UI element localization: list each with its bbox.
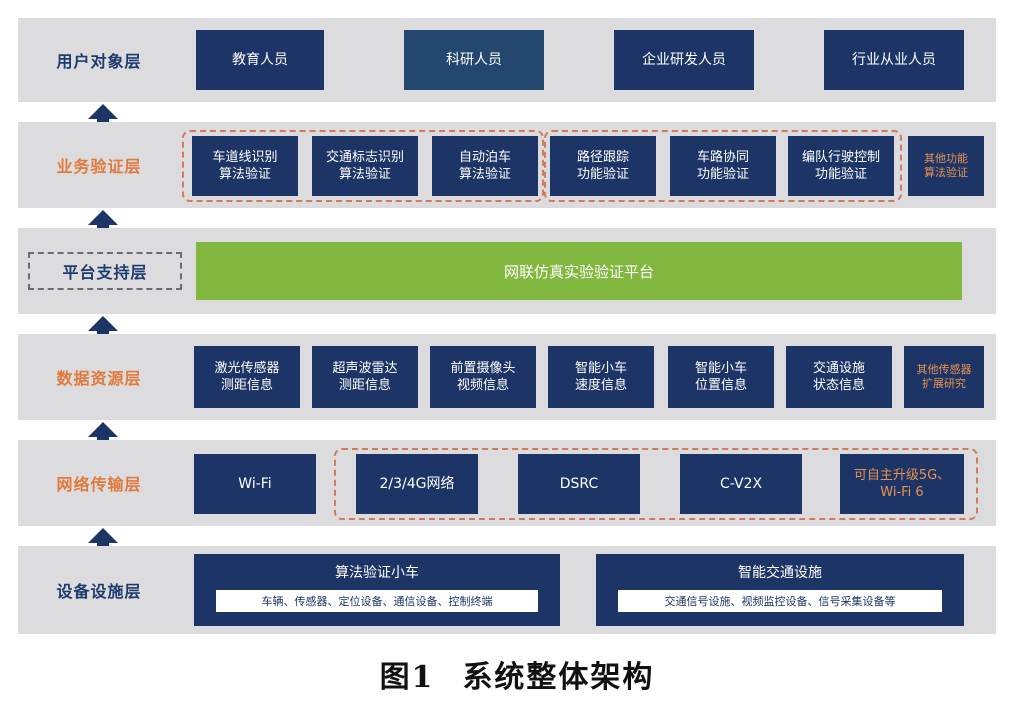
platform-bar[interactable]: 网联仿真实验验证平台 bbox=[196, 242, 962, 300]
data-item-lidar[interactable]: 激光传感器 测距信息 bbox=[194, 346, 300, 408]
figure-caption: 图1 系统整体架构 bbox=[0, 652, 1034, 696]
business-item-parking[interactable]: 自动泊车 算法验证 bbox=[432, 136, 538, 196]
figure-title: 系统整体架构 bbox=[462, 660, 655, 695]
data-item-camera[interactable]: 前置摄像头 视频信息 bbox=[430, 346, 536, 408]
network-layer: 网络传输层 Wi-Fi 2/3/4G网络 DSRC C-V2X 可自主升级5G、… bbox=[18, 440, 996, 526]
network-group bbox=[334, 448, 978, 520]
business-item-lane[interactable]: 车道线识别 算法验证 bbox=[192, 136, 298, 196]
device-traffic-facility-title: 智能交通设施 bbox=[738, 565, 822, 581]
business-group-1 bbox=[182, 130, 544, 202]
data-layer: 数据资源层 激光传感器 测距信息 超声波雷达 测距信息 前置摄像头 视频信息 智… bbox=[18, 334, 996, 420]
device-algorithm-car[interactable]: 算法验证小车 车辆、传感器、定位设备、通信设备、控制终端 bbox=[194, 554, 560, 626]
device-algorithm-car-title: 算法验证小车 bbox=[335, 565, 419, 581]
user-item-enterprise-rd[interactable]: 企业研发人员 bbox=[614, 30, 754, 90]
data-item-ultrasonic[interactable]: 超声波雷达 测距信息 bbox=[312, 346, 418, 408]
network-item-wifi[interactable]: Wi-Fi bbox=[194, 454, 316, 514]
business-item-platoon[interactable]: 编队行驶控制 功能验证 bbox=[788, 136, 894, 196]
user-layer: 用户对象层 教育人员 科研人员 企业研发人员 行业从业人员 bbox=[18, 18, 996, 102]
network-item-cellular[interactable]: 2/3/4G网络 bbox=[356, 454, 478, 514]
device-traffic-facility[interactable]: 智能交通设施 交通信号设施、视频监控设备、信号采集设备等 bbox=[596, 554, 964, 626]
user-item-research[interactable]: 科研人员 bbox=[404, 30, 544, 90]
business-layer: 业务验证层 车道线识别 算法验证 交通标志识别 算法验证 自动泊车 算法验证 路… bbox=[18, 122, 996, 208]
data-item-other[interactable]: 其他传感器 扩展研究 bbox=[904, 346, 984, 408]
network-item-upgrade[interactable]: 可自主升级5G、 Wi-Fi 6 bbox=[840, 454, 964, 514]
device-traffic-facility-detail: 交通信号设施、视频监控设备、信号采集设备等 bbox=[618, 590, 942, 612]
business-item-other[interactable]: 其他功能 算法验证 bbox=[908, 136, 984, 196]
platform-layer: 平台支持层 网联仿真实验验证平台 bbox=[18, 228, 996, 314]
device-layer-label: 设备设施层 bbox=[56, 582, 142, 601]
platform-layer-label: 平台支持层 bbox=[28, 252, 182, 290]
network-layer-label: 网络传输层 bbox=[56, 475, 142, 494]
business-layer-label: 业务验证层 bbox=[56, 157, 142, 176]
data-item-traffic[interactable]: 交通设施 状态信息 bbox=[786, 346, 892, 408]
device-layer: 设备设施层 算法验证小车 车辆、传感器、定位设备、通信设备、控制终端 智能交通设… bbox=[18, 546, 996, 634]
business-item-sign[interactable]: 交通标志识别 算法验证 bbox=[312, 136, 418, 196]
figure-number: 图1 bbox=[379, 660, 435, 695]
data-item-position[interactable]: 智能小车 位置信息 bbox=[668, 346, 774, 408]
data-item-speed[interactable]: 智能小车 速度信息 bbox=[548, 346, 654, 408]
business-group-2 bbox=[544, 130, 902, 202]
network-item-cv2x[interactable]: C-V2X bbox=[680, 454, 802, 514]
user-layer-label: 用户对象层 bbox=[56, 52, 142, 71]
device-algorithm-car-detail: 车辆、传感器、定位设备、通信设备、控制终端 bbox=[216, 590, 538, 612]
network-item-dsrc[interactable]: DSRC bbox=[518, 454, 640, 514]
business-item-v2x[interactable]: 车路协同 功能验证 bbox=[670, 136, 776, 196]
data-layer-label: 数据资源层 bbox=[56, 369, 142, 388]
user-item-industry[interactable]: 行业从业人员 bbox=[824, 30, 964, 90]
business-item-path[interactable]: 路径跟踪 功能验证 bbox=[550, 136, 656, 196]
user-item-education[interactable]: 教育人员 bbox=[196, 30, 324, 90]
